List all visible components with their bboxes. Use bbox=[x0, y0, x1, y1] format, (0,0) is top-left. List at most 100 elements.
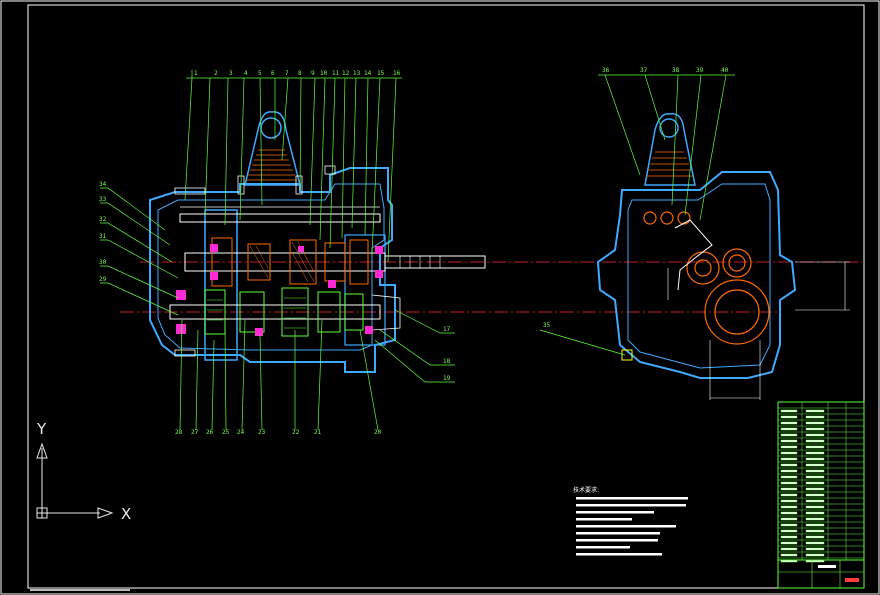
gearbox-section-view bbox=[120, 111, 862, 373]
left-label: 29 bbox=[99, 276, 107, 283]
top-label: 7 bbox=[285, 70, 289, 77]
rear-cover bbox=[204, 209, 238, 361]
top-label: 9 bbox=[311, 70, 315, 77]
side-label: 38 bbox=[672, 67, 680, 74]
top-label: 5 bbox=[258, 70, 262, 77]
right-label: 17 bbox=[443, 326, 451, 333]
bottom-label: 24 bbox=[237, 429, 245, 436]
bom-row-text bbox=[805, 541, 825, 545]
bom-row-text bbox=[805, 487, 825, 491]
shift-ball bbox=[260, 117, 282, 139]
right-label: 19 bbox=[443, 375, 451, 382]
bom-row-text bbox=[780, 505, 798, 509]
bom-row-text bbox=[780, 529, 798, 533]
side-shift-tower bbox=[644, 113, 696, 186]
top-label: 13 bbox=[353, 70, 361, 77]
side-label: 36 bbox=[602, 67, 610, 74]
bom-row-text bbox=[780, 451, 798, 455]
top-label: 3 bbox=[229, 70, 233, 77]
bom-row-text bbox=[805, 415, 825, 419]
shift-fork bbox=[674, 219, 713, 291]
left-label: 33 bbox=[99, 196, 107, 203]
top-label: 2 bbox=[214, 70, 218, 77]
bottom-label: 27 bbox=[191, 429, 199, 436]
top-label: 10 bbox=[320, 70, 328, 77]
output-shaft-spline bbox=[384, 255, 486, 269]
notes-lines bbox=[576, 497, 688, 556]
top-label: 14 bbox=[364, 70, 372, 77]
left-label: 30 bbox=[99, 259, 107, 266]
bom-row-text bbox=[805, 499, 825, 503]
side-label: 40 bbox=[721, 67, 729, 74]
gearbox-side-view bbox=[596, 113, 850, 400]
x-axis-label: X bbox=[121, 505, 131, 523]
bom-row-text bbox=[780, 499, 798, 503]
top-label: 4 bbox=[244, 70, 248, 77]
bom-row-text bbox=[805, 475, 825, 479]
top-label: 1 bbox=[194, 70, 198, 77]
bearings bbox=[176, 244, 383, 336]
ucs-axis-icon bbox=[36, 442, 114, 519]
bom-row-text bbox=[780, 553, 798, 557]
bom-row-text bbox=[780, 445, 798, 449]
bom-row-text bbox=[805, 511, 825, 515]
bom-row-text bbox=[780, 457, 798, 461]
y-axis-label: Y bbox=[36, 420, 47, 438]
bom-row-text bbox=[780, 511, 798, 515]
drain-plug bbox=[621, 349, 633, 361]
bottom-label: 22 bbox=[292, 429, 300, 436]
shift-rail bbox=[179, 213, 381, 223]
shift-tower bbox=[244, 111, 301, 186]
shift-spring bbox=[247, 149, 297, 181]
bom-row-text bbox=[780, 421, 798, 425]
left-label: 31 bbox=[99, 233, 107, 240]
side-spring bbox=[646, 151, 693, 177]
bom-row-text bbox=[780, 523, 798, 527]
bom-table-rows bbox=[778, 407, 864, 563]
bom-row-text bbox=[805, 421, 825, 425]
top-label: 11 bbox=[332, 70, 340, 77]
left-label: 34 bbox=[99, 181, 107, 188]
side-callout-label: 35 bbox=[543, 322, 551, 329]
housing-bolts bbox=[174, 165, 336, 357]
bom-row-text bbox=[805, 469, 825, 473]
bom-row-text bbox=[780, 487, 798, 491]
bom-row-text bbox=[805, 433, 825, 437]
bottom-label: 20 bbox=[374, 429, 382, 436]
top-label: 12 bbox=[342, 70, 350, 77]
notes-title: 技术要求: bbox=[573, 486, 599, 494]
bom-row-text bbox=[805, 523, 825, 527]
side-leaders bbox=[539, 74, 735, 356]
bom-row-text bbox=[780, 493, 798, 497]
top-label: 16 bbox=[393, 70, 401, 77]
left-leaders bbox=[100, 187, 179, 316]
left-label-column: 34 33 32 31 30 29 bbox=[99, 181, 107, 283]
bottom-label-row: 28 27 26 25 24 23 22 21 20 bbox=[175, 429, 382, 436]
bom-row-text bbox=[780, 427, 798, 431]
bom-row-text bbox=[780, 481, 798, 485]
inner-frame bbox=[27, 4, 865, 589]
bom-row-text bbox=[780, 517, 798, 521]
bom-row-text bbox=[780, 535, 798, 539]
bom-row-text bbox=[805, 553, 825, 557]
bom-row-text bbox=[805, 457, 825, 461]
gear-hatch bbox=[249, 241, 315, 283]
side-housing-inner bbox=[627, 183, 771, 369]
bom-row-text bbox=[780, 433, 798, 437]
bom-row-text bbox=[805, 445, 825, 449]
bom-row-text bbox=[780, 439, 798, 443]
title-block bbox=[777, 401, 865, 589]
spline-ticks bbox=[399, 256, 441, 268]
housing-outline bbox=[149, 167, 396, 373]
top-label-row: 1 2 3 4 5 6 7 8 9 10 11 12 13 14 15 16 bbox=[194, 70, 401, 77]
counter-shaft-taper bbox=[371, 294, 401, 331]
top-label: 6 bbox=[271, 70, 275, 77]
bom-row-text bbox=[805, 451, 825, 455]
bom-row-text bbox=[780, 469, 798, 473]
bom-row-text bbox=[805, 427, 825, 431]
bom-row-text bbox=[805, 439, 825, 443]
left-label: 32 bbox=[99, 216, 107, 223]
right-label: 18 bbox=[443, 358, 451, 365]
